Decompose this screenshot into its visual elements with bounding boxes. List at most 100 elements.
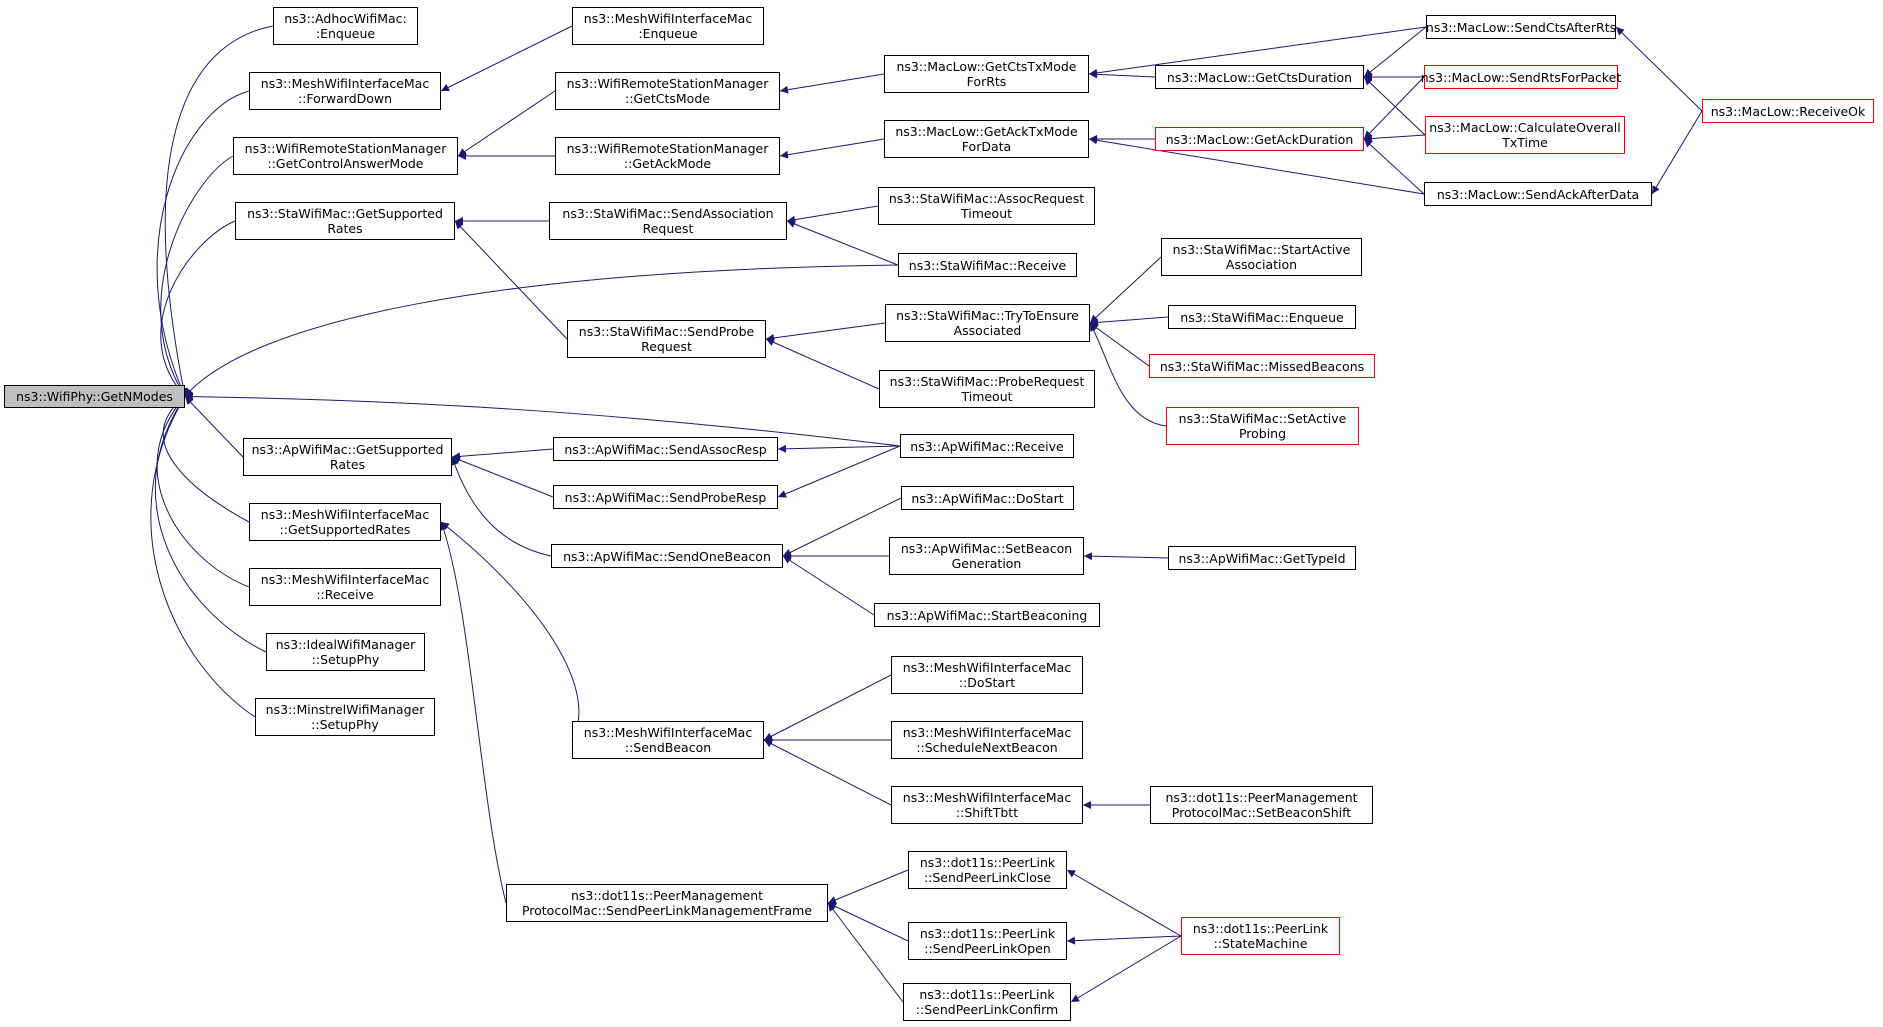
node-label-line1: ns3::IdealWifiManager <box>275 637 416 652</box>
node-label-line1: ns3::StaWifiMac::MissedBeacons <box>1159 358 1365 374</box>
node-staMissed[interactable]: ns3::StaWifiMac::MissedBeacons <box>1149 354 1375 378</box>
node-label-line1: ns3::StaWifiMac::GetSupported <box>247 206 443 221</box>
node-macRecvOk[interactable]: ns3::MacLow::ReceiveOk <box>1702 99 1874 123</box>
node-apTypeId[interactable]: ns3::ApWifiMac::GetTypeId <box>1168 546 1356 570</box>
node-label-line2: Request <box>642 221 694 236</box>
edge-plState-to-plClose <box>1066 869 1182 937</box>
edge-meshSendBeacon-to-meshSupp <box>440 521 580 741</box>
edge-meshShift-to-meshSendBeacon <box>763 739 892 806</box>
node-meshEnq[interactable]: ns3::MeshWifiInterfaceMac:Enqueue <box>572 7 764 45</box>
edge-plState-to-plConfirm <box>1070 935 1182 1003</box>
edge-meshDoStart-to-meshSendBeacon <box>763 674 892 741</box>
edge-wrsmCtrl-to-root <box>160 155 234 397</box>
node-label-line1: ns3::WifiPhy::GetNModes <box>16 389 173 404</box>
edge-staProbeTo-to-staProbe <box>765 338 880 390</box>
node-macSendRts[interactable]: ns3::MacLow::SendRtsForPacket <box>1421 65 1621 89</box>
node-meshDoStart[interactable]: ns3::MeshWifiInterfaceMac::DoStart <box>891 656 1083 694</box>
node-label-line1: ns3::WifiRemoteStationManager <box>566 76 769 91</box>
node-meshFwd[interactable]: ns3::MeshWifiInterfaceMac::ForwardDown <box>249 72 441 110</box>
node-apRecv[interactable]: ns3::ApWifiMac::Receive <box>900 434 1074 458</box>
node-macSendAck[interactable]: ns3::MacLow::SendAckAfterData <box>1424 182 1652 206</box>
edge-apOneBeacon-to-apSupp <box>450 456 552 557</box>
node-label-line1: ns3::dot11s::PeerManagement <box>570 888 764 903</box>
node-label-line2: ::SetupPhy <box>311 717 379 732</box>
node-plClose[interactable]: ns3::dot11s::PeerLink::SendPeerLinkClose <box>908 851 1067 889</box>
node-label-line1: ns3::StaWifiMac::AssocRequest <box>888 191 1085 206</box>
node-label-line2: ::DoStart <box>958 675 1016 690</box>
node-label-line2: ::SetupPhy <box>311 652 380 667</box>
node-label-line1: ns3::MacLow::SendCtsAfterRts <box>1425 19 1617 35</box>
node-wrsmCts[interactable]: ns3::WifiRemoteStationManager::GetCtsMod… <box>555 72 780 110</box>
node-meshSendBeacon[interactable]: ns3::MeshWifiInterfaceMac::SendBeacon <box>572 721 764 759</box>
node-label-line2: Request <box>641 339 692 354</box>
node-label-line1: ns3::MacLow::SendRtsForPacket <box>1420 69 1622 85</box>
node-macCtsDur[interactable]: ns3::MacLow::GetCtsDuration <box>1155 65 1364 89</box>
node-wrsmAck[interactable]: ns3::WifiRemoteStationManager::GetAckMod… <box>555 137 780 175</box>
node-meshSupp[interactable]: ns3::MeshWifiInterfaceMac::GetSupportedR… <box>249 503 441 541</box>
node-label-line1: ns3::MacLow::ReceiveOk <box>1710 103 1866 119</box>
node-label-line2: ProtocolMac::SendPeerLinkManagementFrame <box>521 903 813 918</box>
node-label-line1: ns3::ApWifiMac::GetSupported <box>251 442 444 457</box>
node-label-line2: ::SendBeacon <box>624 740 712 755</box>
node-root[interactable]: ns3::WifiPhy::GetNModes <box>4 385 185 408</box>
node-label-line1: ns3::MeshWifiInterfaceMac <box>260 76 430 91</box>
node-meshSched[interactable]: ns3::MeshWifiInterfaceMac::ScheduleNextB… <box>891 721 1083 759</box>
node-label-line2: TxTime <box>1502 135 1548 150</box>
node-label-line2: ::SendPeerLinkConfirm <box>915 1002 1059 1017</box>
node-label-line1: ns3::StaWifiMac::TryToEnsure <box>896 308 1079 323</box>
node-macSendCts[interactable]: ns3::MacLow::SendCtsAfterRts <box>1426 15 1616 39</box>
node-label-line1: ns3::ApWifiMac::SendProbeResp <box>564 489 767 505</box>
node-label-line1: ns3::MeshWifiInterfaceMac <box>260 572 430 587</box>
node-apOneBeacon[interactable]: ns3::ApWifiMac::SendOneBeacon <box>551 544 783 568</box>
node-label-line1: ns3::dot11s::PeerLink <box>1192 921 1329 936</box>
edge-pmpSend-to-meshSupp <box>440 521 507 904</box>
edge-macCalc-to-macAckDur <box>1363 134 1426 143</box>
node-apStartBeacon[interactable]: ns3::ApWifiMac::StartBeaconing <box>874 603 1100 627</box>
node-label-line2: Generation <box>951 556 1022 571</box>
edge-apStartBeacon-to-apOneBeacon <box>782 555 875 616</box>
edge-staSupp-to-root <box>160 220 236 397</box>
edge-plOpen-to-pmpSend <box>827 902 909 942</box>
node-label-line1: ns3::StaWifiMac::Enqueue <box>1180 309 1344 325</box>
node-idealSetup[interactable]: ns3::IdealWifiManager::SetupPhy <box>266 633 425 671</box>
node-label-line1: ns3::ApWifiMac::GetTypeId <box>1178 550 1346 566</box>
node-label-line1: ns3::ApWifiMac::Receive <box>910 438 1064 454</box>
node-apProbeResp[interactable]: ns3::ApWifiMac::SendProbeResp <box>553 485 778 509</box>
node-apAssocResp[interactable]: ns3::ApWifiMac::SendAssocResp <box>553 437 778 461</box>
node-plConfirm[interactable]: ns3::dot11s::PeerLink::SendPeerLinkConfi… <box>903 983 1071 1021</box>
edge-macSendCts-to-macCtsDur <box>1363 26 1427 78</box>
edge-macSendAck-to-macAckTx <box>1088 136 1425 195</box>
node-meshRecv[interactable]: ns3::MeshWifiInterfaceMac::Receive <box>249 568 441 606</box>
node-label-line2: ::ScheduleNextBeacon <box>916 740 1058 755</box>
node-wrsmCtrl[interactable]: ns3::WifiRemoteStationManager::GetContro… <box>233 137 458 175</box>
node-label-line1: ns3::ApWifiMac::SendOneBeacon <box>563 548 771 564</box>
node-minstrelSetup[interactable]: ns3::MinstrelWifiManager::SetupPhy <box>255 698 435 736</box>
node-plState[interactable]: ns3::dot11s::PeerLink::StateMachine <box>1181 917 1340 955</box>
node-label-line2: Associated <box>953 323 1022 338</box>
node-plOpen[interactable]: ns3::dot11s::PeerLink::SendPeerLinkOpen <box>908 922 1067 960</box>
node-apDoStart[interactable]: ns3::ApWifiMac::DoStart <box>901 486 1074 510</box>
node-macAckDur[interactable]: ns3::MacLow::GetAckDuration <box>1155 127 1364 151</box>
node-meshShift[interactable]: ns3::MeshWifiInterfaceMac::ShiftTbtt <box>891 786 1083 824</box>
node-label-line1: ns3::dot11s::PeerManagement <box>1165 790 1358 805</box>
node-label-line1: ns3::ApWifiMac::SendAssocResp <box>564 441 767 457</box>
node-staEnq[interactable]: ns3::StaWifiMac::Enqueue <box>1168 305 1356 329</box>
node-staRecv[interactable]: ns3::StaWifiMac::Receive <box>898 253 1077 277</box>
node-adhocEnq[interactable]: ns3::AdhocWifiMac::Enqueue <box>273 7 418 45</box>
node-label-line1: ns3::StaWifiMac::Receive <box>908 257 1067 273</box>
